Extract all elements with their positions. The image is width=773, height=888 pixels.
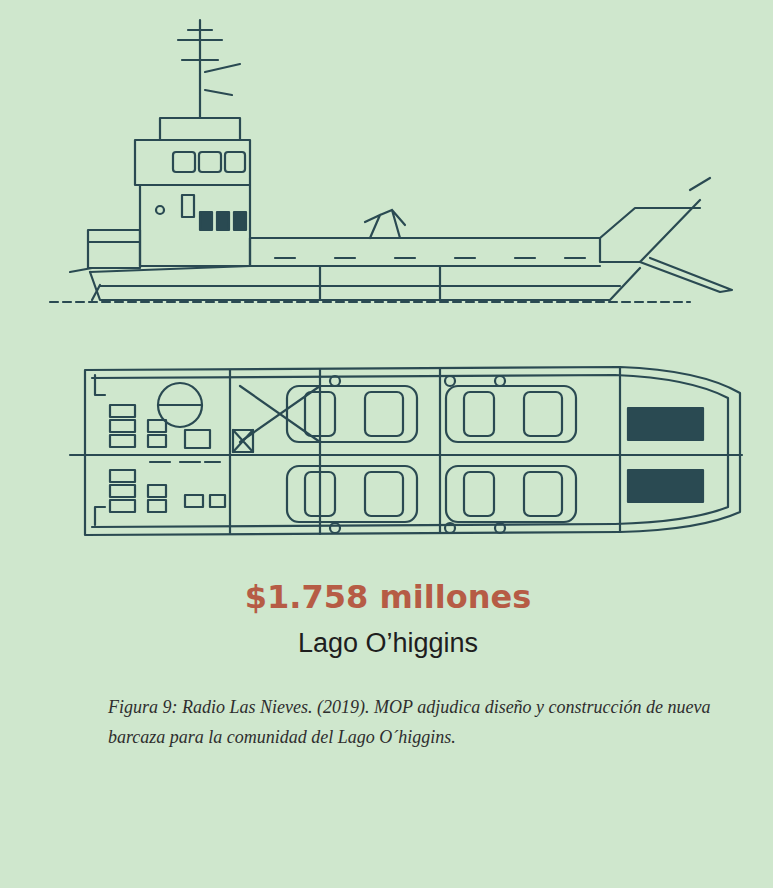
figure-caption: Figura 9: Radio Las Nieves. (2019). MOP … — [108, 692, 738, 752]
place-label: Lago O’higgins — [298, 628, 478, 659]
amount-label: $1.758 millones — [245, 578, 531, 616]
